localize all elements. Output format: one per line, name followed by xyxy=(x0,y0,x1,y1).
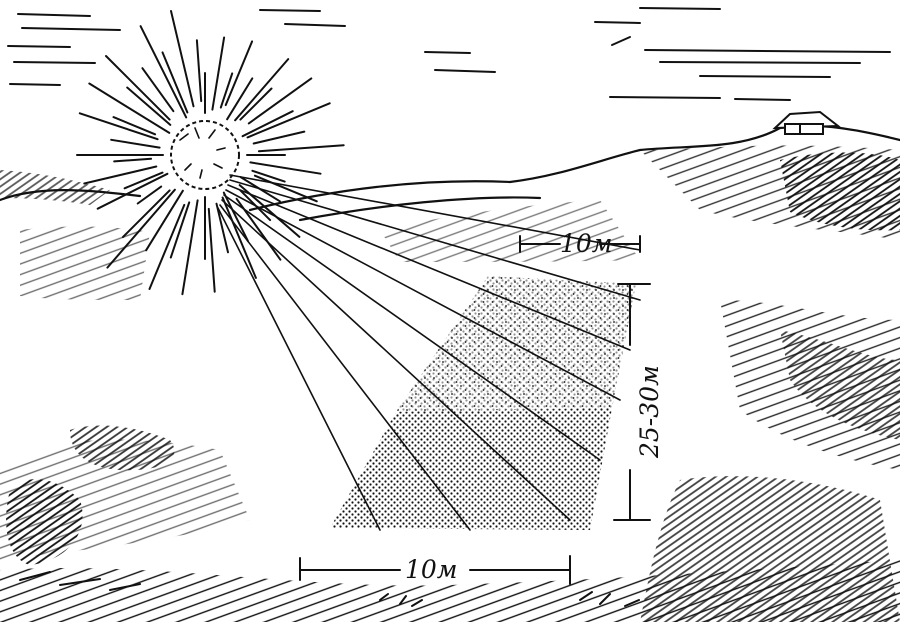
sun-ray xyxy=(170,10,195,108)
sun-ray xyxy=(136,185,163,205)
sun-ray xyxy=(219,72,234,109)
sun-ray xyxy=(105,55,171,121)
sun-ray xyxy=(257,144,345,153)
sun-ray xyxy=(126,86,172,126)
top-width-label: 10м xyxy=(560,229,613,258)
sun-ray xyxy=(195,39,203,103)
sun-ray xyxy=(215,202,229,254)
sun-ray xyxy=(112,116,157,136)
bottom-width-label: 10м xyxy=(405,555,458,584)
sun-ray xyxy=(207,207,216,293)
foreground-marks xyxy=(19,571,640,607)
sun-ray xyxy=(110,138,161,149)
sun-ray xyxy=(113,157,153,163)
sun-ray xyxy=(226,77,254,121)
sun-ray xyxy=(221,196,257,279)
sun-ray xyxy=(224,40,254,107)
sun-ray xyxy=(247,77,313,125)
beam-rays xyxy=(217,174,641,531)
sun-ray xyxy=(169,201,191,259)
illuminated-zone xyxy=(330,276,636,530)
sun-ray xyxy=(122,189,171,238)
sun-ray xyxy=(148,203,186,290)
sun-ray xyxy=(83,165,158,185)
sun-ray xyxy=(139,25,188,119)
sun-ray xyxy=(239,87,273,121)
sun-ray xyxy=(251,169,286,183)
foreground-ground xyxy=(0,476,900,622)
sun-ray xyxy=(241,110,294,138)
sun-ray xyxy=(222,191,249,242)
sun-ray xyxy=(211,36,226,111)
sun-ray xyxy=(249,161,322,175)
house-icon xyxy=(772,110,841,135)
sun-ray xyxy=(78,112,159,141)
sun-ray xyxy=(161,51,189,114)
dimension-lines xyxy=(299,235,651,585)
sun-ray xyxy=(252,130,306,145)
field-hatching xyxy=(20,200,640,300)
sun-ray xyxy=(246,102,331,139)
sun-ray xyxy=(145,189,184,252)
left-bushes xyxy=(0,170,250,565)
sky-strokes xyxy=(7,7,891,101)
depth-label: 25-30м xyxy=(635,365,664,459)
sun-ray xyxy=(234,58,290,122)
right-hillside xyxy=(640,145,900,470)
sun-ray xyxy=(88,82,171,134)
sun-ray xyxy=(141,67,175,113)
sun-ray xyxy=(181,199,199,296)
sun-ray xyxy=(96,172,169,210)
sun-ray xyxy=(123,171,164,190)
